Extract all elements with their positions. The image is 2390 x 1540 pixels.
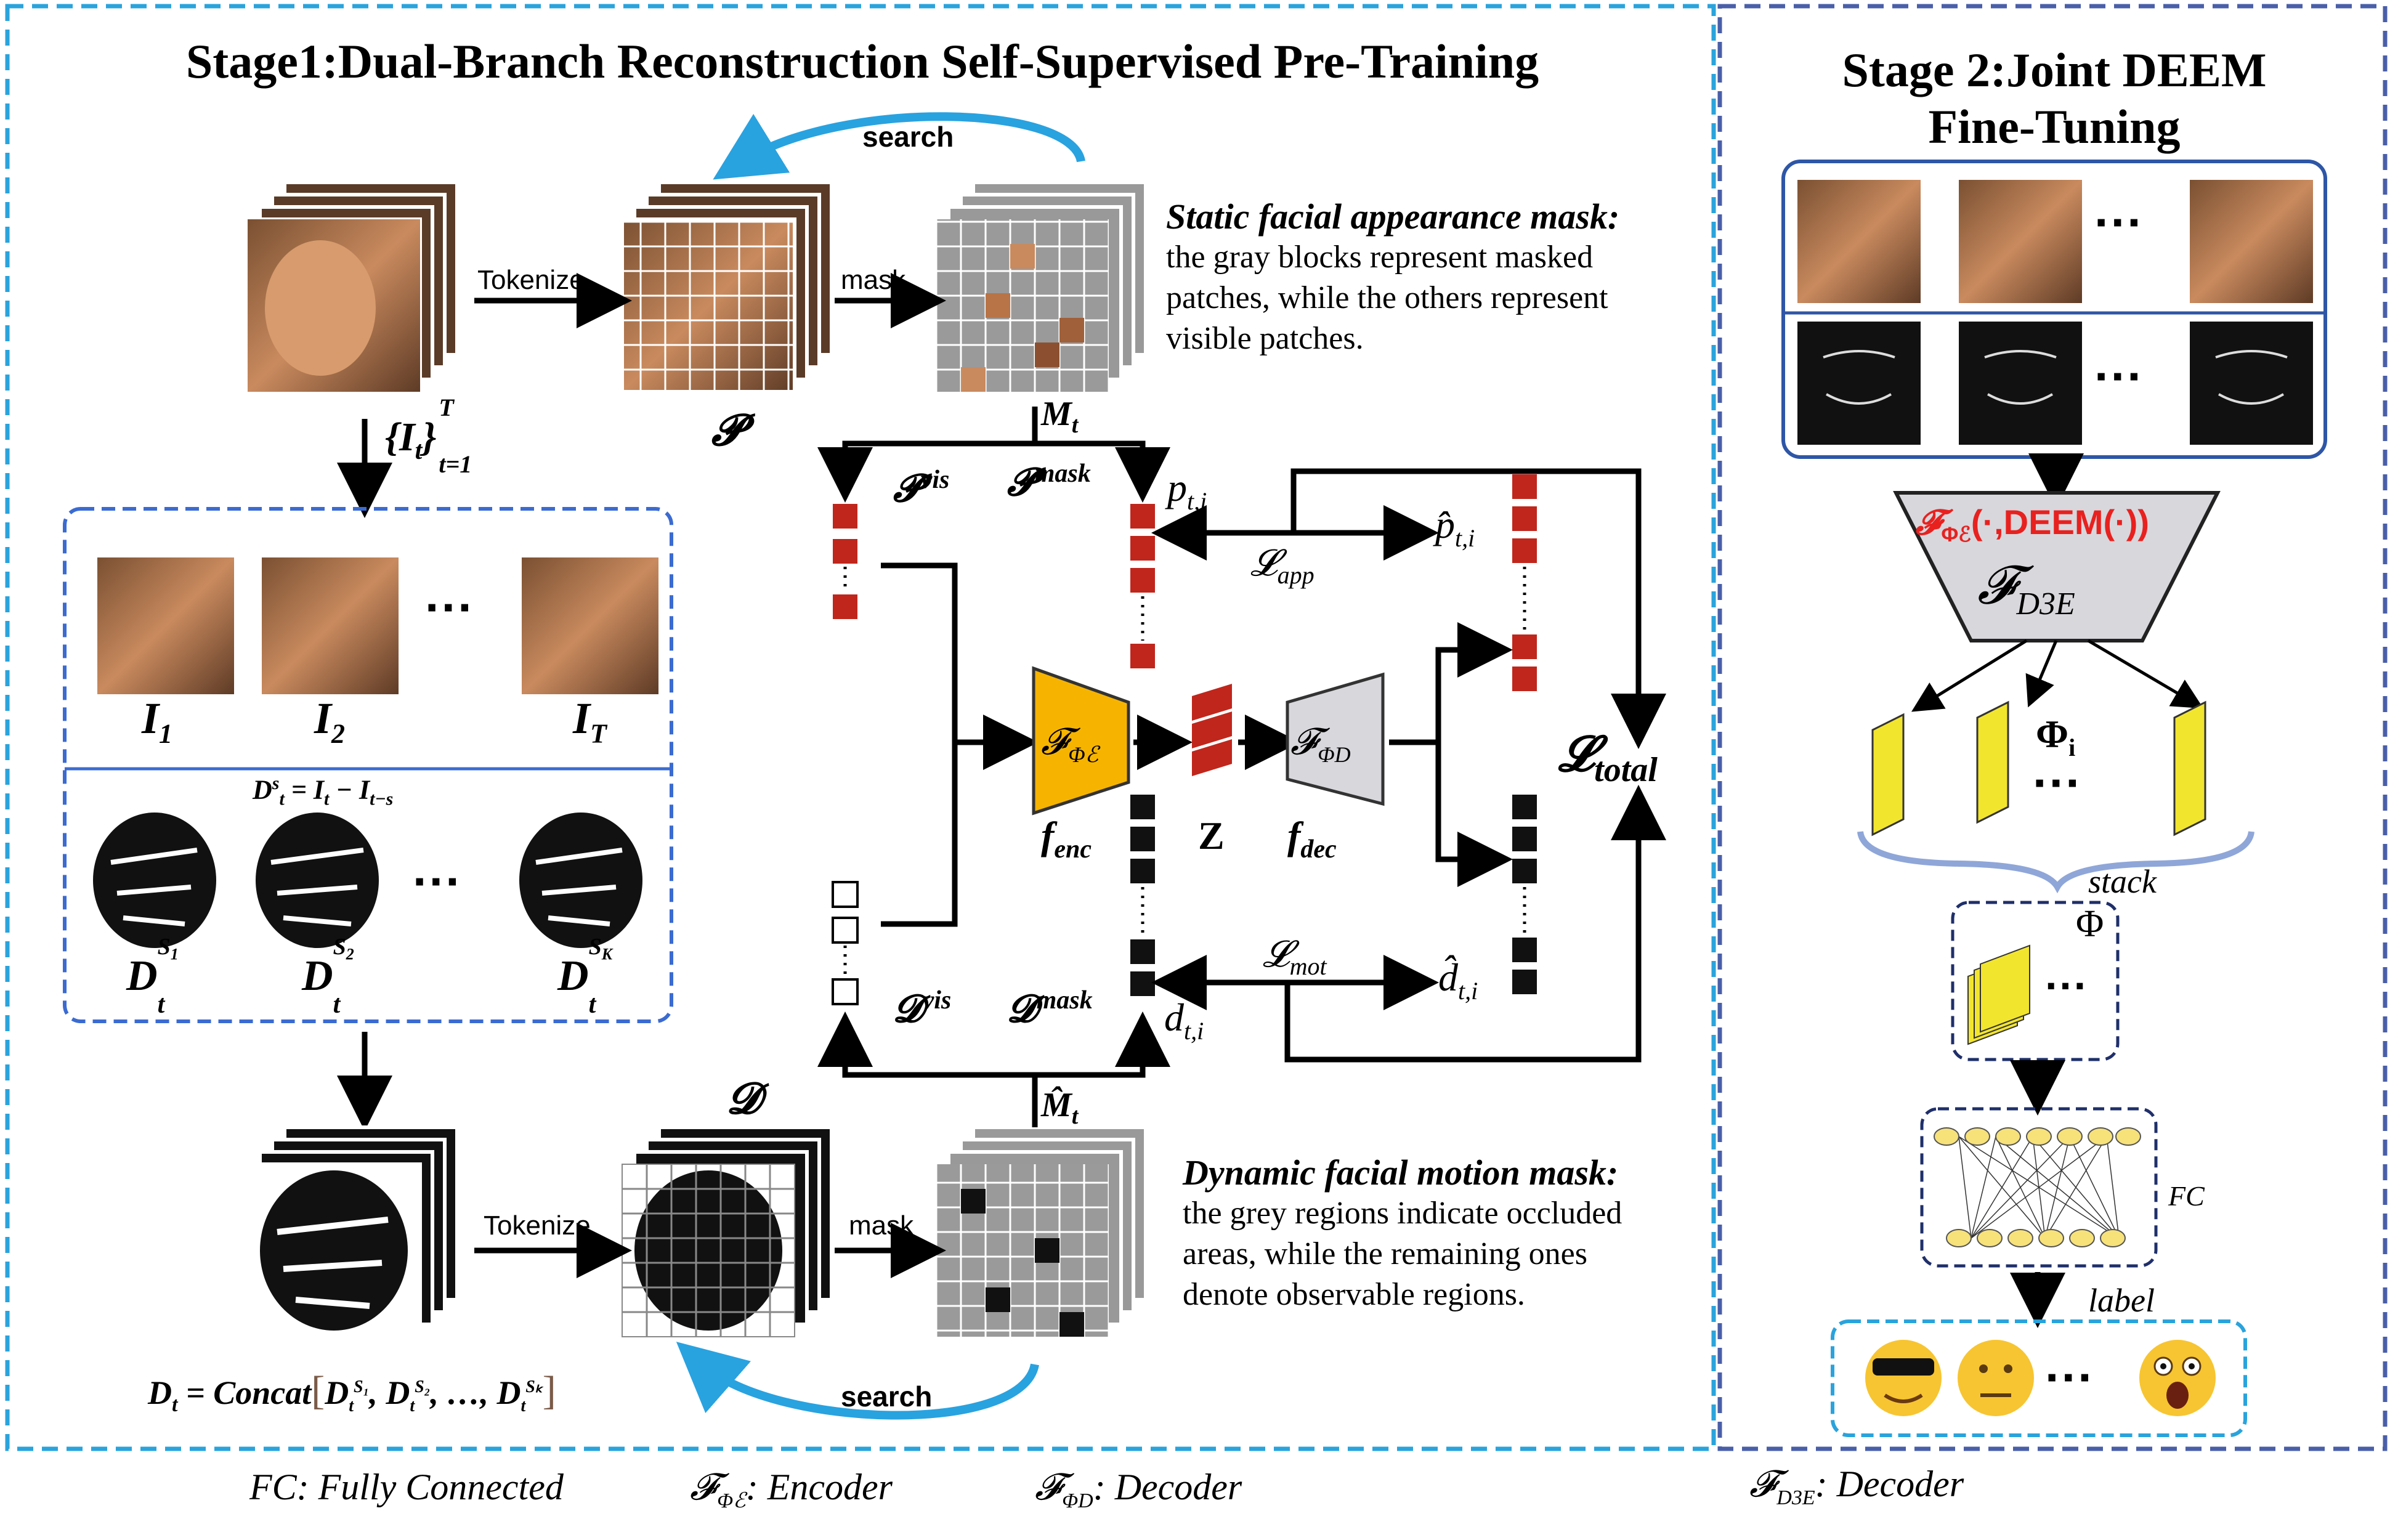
diff-formula: Dst = It − It−s (253, 773, 394, 809)
dynamic-desc-line-1: the grey regions indicate occluded (1183, 1196, 1622, 1231)
mask-label-bottom: mask (849, 1210, 914, 1241)
static-mask-title: Static facial appearance mask: (1166, 197, 1620, 237)
decoder-symbol: 𝓕ΦD (1290, 721, 1351, 767)
p-hat-label: p̂t,i (1435, 503, 1475, 552)
frame-label-2: I2 (314, 694, 346, 749)
p-vis-tokens (833, 504, 857, 619)
concat-formula: Dt = Concat[DtS₁, DtS₂, …, DtSₖ] (148, 1368, 556, 1416)
encoder-shape (1032, 666, 1130, 816)
p-ti-label: pt,i (1167, 466, 1207, 515)
stage1-border (5, 4, 1716, 1451)
static-desc-line-2: patches, while the others represent (1166, 280, 1608, 315)
loss-mot-label: 𝓛mot (1263, 934, 1327, 980)
search-label-bottom: search (841, 1380, 933, 1412)
diff-frames (86, 812, 649, 949)
phi-stack-ellipsis: ··· (2045, 962, 2088, 1010)
phi-label: Φ (2076, 903, 2104, 945)
stage2-title: Stage 2:Joint DEEM Fine-Tuning (1725, 42, 2384, 155)
p-hat-tokens (1512, 474, 1537, 691)
stage2-ellipsis-bottom: ··· (2094, 349, 2144, 403)
d-ti-label: dt,i (1164, 995, 1204, 1045)
phi-i-column-2 (1976, 700, 2009, 824)
d-mask-label: 𝓓mask (1007, 986, 1093, 1031)
encoder-symbol: 𝓕Φℰ (1041, 721, 1099, 767)
dynamic-desc-line-2: areas, while the remaining ones (1183, 1236, 1587, 1271)
mask-label-top: mask (841, 265, 906, 295)
frames-ellipsis: ··· (425, 580, 474, 634)
mask-mt-label: Mt (1041, 395, 1079, 439)
tokenize-label-bottom: Tokenize (484, 1210, 591, 1241)
diff-ellipsis: ··· (413, 854, 462, 909)
static-mask-description: Static facial appearance mask: the gray … (1166, 196, 1708, 359)
diff-patch-stack (622, 1125, 833, 1337)
tokenize-label-top: Tokenize (477, 265, 585, 295)
loss-app-label: 𝓛app (1250, 543, 1314, 589)
diff-patches-symbol: 𝓓 (727, 1076, 760, 1123)
phi-i-column-3 (2173, 700, 2206, 837)
stage2-border (1717, 4, 2388, 1451)
d-hat-label: d̂t,i (1438, 955, 1478, 1005)
phi-i-label: Φi (2036, 712, 2076, 761)
d-vis-label: 𝓓vis (893, 986, 952, 1031)
diff-stack (246, 1125, 459, 1339)
legend-fc: FC: Fully Connected (249, 1467, 564, 1507)
emoji-shocked-icon (2139, 1340, 2216, 1416)
legend-encoder: 𝓕Φℰ: Encoder (690, 1467, 893, 1512)
d-mask-tokens (1130, 795, 1155, 996)
label-box (1831, 1319, 2247, 1437)
fine-tune-fn: 𝓕Φℰ(·,DEEM(·)) (1916, 503, 2150, 547)
p-mask-tokens (1130, 504, 1155, 668)
patches-symbol: 𝓟 (711, 407, 743, 455)
frame-label-1: I1 (142, 694, 173, 749)
frames-box (63, 507, 673, 1023)
dynamic-desc-line-3: denote observable regions. (1183, 1277, 1525, 1312)
dynamic-mask-description: Dynamic facial motion mask: the grey reg… (1183, 1152, 1712, 1315)
mask-mt-hat-label: M̂t (1041, 1086, 1079, 1130)
fc-label: FC (2168, 1180, 2205, 1212)
search-arrow-bottom (676, 1342, 1039, 1420)
d3e-shape (1893, 491, 2221, 642)
legend-decoder: 𝓕ΦD: Decoder (1035, 1467, 1242, 1512)
z-label: Z (1198, 814, 1225, 857)
d-hat-tokens (1512, 795, 1537, 994)
emoji-neutral-icon (1958, 1340, 2034, 1416)
p-vis-label: 𝓟vis (893, 466, 950, 510)
decoder-shape (1286, 672, 1385, 806)
stack-brace (1857, 831, 2254, 894)
masked-patch-stack (936, 180, 1148, 392)
d-vis-tokens (832, 881, 859, 1005)
phi-i-ellipsis: ··· (2033, 755, 2082, 810)
emoji-ellipsis: ··· (2045, 1350, 2094, 1404)
phi-i-column-1 (1871, 713, 1905, 837)
legend-d3e-decoder: 𝓕D3E: Decoder (1749, 1464, 1964, 1509)
patch-stack (620, 180, 833, 394)
stack-label: stack (2088, 863, 2157, 900)
frame-label-T: IT (573, 694, 607, 749)
label-text: label (2088, 1282, 2155, 1319)
latent-z (1192, 684, 1232, 776)
f-enc-label: fenc (1041, 814, 1092, 864)
diff-masked-stack (936, 1125, 1148, 1337)
face-stack (246, 180, 459, 394)
search-label-top: search (862, 121, 954, 153)
f-dec-label: fdec (1287, 814, 1337, 864)
d3e-symbol: 𝓕D3E (1977, 556, 2075, 622)
stage2-ellipsis-top: ··· (2094, 195, 2144, 249)
p-mask-label: 𝓟mask (1007, 460, 1091, 504)
search-arrow-top (713, 112, 1085, 180)
dynamic-mask-title: Dynamic facial motion mask: (1183, 1153, 1619, 1193)
emoji-cool-icon (1865, 1340, 1942, 1416)
static-desc-line-3: visible patches. (1166, 321, 1364, 356)
stage2-title-line1: Stage 2:Joint DEEM (1842, 43, 2267, 97)
loss-total-label: 𝓛total (1558, 727, 1658, 789)
static-desc-line-1: the gray blocks represent masked (1166, 240, 1594, 275)
stage2-title-line2: Fine-Tuning (1928, 100, 2181, 153)
stage1-title: Stage1:Dual-Branch Reconstruction Self-S… (185, 34, 1539, 88)
